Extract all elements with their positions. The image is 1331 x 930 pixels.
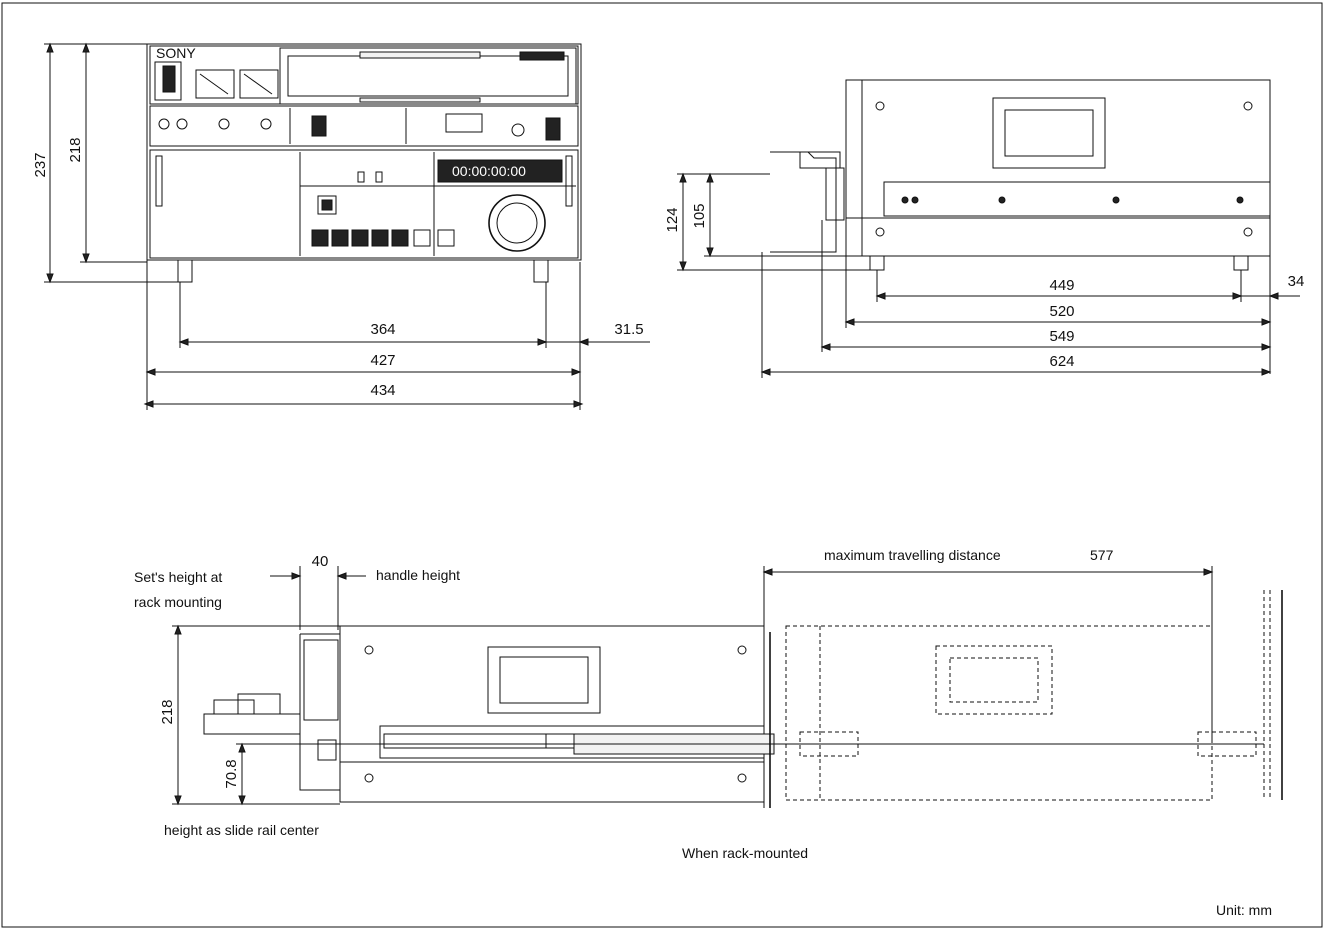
dim-overall-height: 237: [32, 152, 49, 177]
label-max-travel: maximum travelling distance: [824, 547, 1001, 563]
dim-body-width: 427: [370, 352, 395, 369]
front-meter-left: [195, 69, 235, 99]
dim-body-height: 218: [67, 137, 84, 162]
front-control-panel: [149, 149, 579, 259]
side-foot-front: [869, 255, 885, 271]
dim-foot-offset: 31.5: [614, 321, 643, 338]
side-body: [845, 79, 1271, 257]
dim-body-depth: 520: [1049, 303, 1074, 320]
dim-feet-span: 449: [1049, 277, 1074, 294]
jog-shuttle-dial: [488, 194, 546, 252]
label-rail-center: height as slide rail center: [164, 822, 319, 838]
label-handle-height: handle height: [376, 567, 460, 583]
rack-view: Set's height at rack mounting 40 handle …: [134, 547, 1283, 861]
dim-handle: 40: [312, 553, 329, 570]
side-label-window: [992, 97, 1106, 169]
front-body: [146, 43, 582, 261]
dim-rail-center: 70.8: [223, 759, 240, 788]
front-middle-panel: [149, 105, 579, 147]
dim-foot-rear: 34: [1288, 273, 1305, 290]
dim-rack-height: 218: [159, 699, 176, 724]
timecode-display: [437, 159, 563, 183]
front-foot-right: [533, 259, 549, 283]
label-set-height-line2: rack mounting: [134, 594, 222, 610]
front-meter-right: [239, 69, 279, 99]
dim-handle-height: 105: [691, 203, 708, 228]
dim-overall-depth: 624: [1049, 353, 1074, 370]
cassette-slot: [279, 47, 577, 105]
rack-label-window: [487, 646, 601, 714]
rack-caption: When rack-mounted: [682, 845, 808, 861]
rack-unit-body: [339, 625, 765, 803]
rack-extended-outline: [785, 625, 1213, 801]
side-rail-plate: [883, 181, 1271, 217]
side-foot-rear: [1233, 255, 1249, 271]
dim-max-travel: 577: [1090, 547, 1114, 563]
front-view: SONY 00:00:00:00: [32, 42, 650, 410]
dim-depth-with-front: 549: [1049, 328, 1074, 345]
label-set-height-line1: Set's height at: [134, 569, 222, 585]
unit-label: Unit: mm: [1216, 902, 1272, 918]
dim-handle-height-total: 124: [664, 207, 681, 232]
front-foot-left: [177, 259, 193, 283]
dim-overall-width: 434: [370, 382, 395, 399]
timecode-text: 00:00:00:00: [452, 163, 526, 179]
front-brand-label: SONY: [156, 45, 196, 61]
side-view: 124 105 449 34 520 549 624: [664, 79, 1305, 378]
dim-feet-spacing: 364: [370, 321, 395, 338]
